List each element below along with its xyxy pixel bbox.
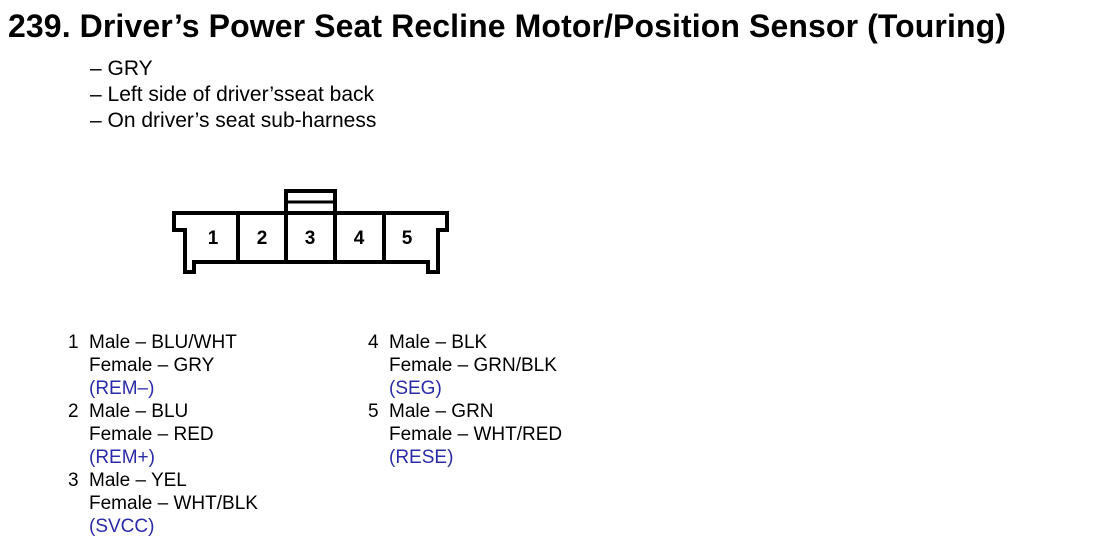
pin-number: 4 (368, 332, 379, 353)
pin-signal: (RESE) (389, 447, 454, 468)
note-harness: – On driver’s seat sub-harness (90, 109, 377, 132)
cavity-label: 1 (208, 228, 219, 249)
page-title: 239. Driver’s Power Seat Recline Motor/P… (8, 8, 1007, 44)
connector-notes: – GRY – Left side of driver’sseat back –… (90, 56, 376, 134)
pin-male-wire: Male – BLU/WHT (89, 332, 237, 353)
cavity-label: 3 (305, 228, 316, 249)
pin-female-wire: Female – WHT/RED (389, 424, 563, 445)
connector-diagram: 1 2 3 4 5 (172, 189, 449, 274)
pin-list-right: 4 Male – BLK Female – GRN/BLK (SEG) 5 Ma… (368, 331, 562, 469)
pin-entry: 1 Male – BLU/WHT Female – GRY (REM–) (68, 331, 258, 400)
pin-male-wire: Male – YEL (89, 470, 187, 491)
pin-male-wire: Male – BLU (89, 401, 189, 422)
pin-female-wire: Female – GRN/BLK (389, 355, 557, 376)
note-color: – GRY (90, 57, 153, 80)
pin-entry: 5 Male – GRN Female – WHT/RED (RESE) (368, 400, 562, 469)
pin-signal: (REM–) (89, 378, 155, 399)
cavity-label: 5 (402, 228, 413, 249)
pin-male-wire: Male – BLK (389, 332, 488, 353)
pin-entry: 2 Male – BLU Female – RED (REM+) (68, 400, 258, 469)
pin-list-left: 1 Male – BLU/WHT Female – GRY (REM–) 2 M… (68, 331, 258, 538)
pin-number: 5 (368, 401, 379, 422)
pin-signal: (SEG) (389, 378, 442, 399)
pin-number: 2 (68, 401, 79, 422)
cavity-label: 4 (354, 228, 365, 249)
pin-female-wire: Female – WHT/BLK (89, 493, 258, 514)
pin-signal: (REM+) (89, 447, 155, 468)
pin-entry: 4 Male – BLK Female – GRN/BLK (SEG) (368, 331, 562, 400)
pin-number: 1 (68, 332, 79, 353)
pin-signal: (SVCC) (89, 516, 155, 537)
pin-number: 3 (68, 470, 79, 491)
note-location: – Left side of driver’sseat back (90, 83, 375, 106)
pin-male-wire: Male – GRN (389, 401, 494, 422)
cavity-label: 2 (257, 228, 268, 249)
pin-entry: 3 Male – YEL Female – WHT/BLK (SVCC) (68, 469, 258, 538)
pin-female-wire: Female – GRY (89, 355, 215, 376)
pin-female-wire: Female – RED (89, 424, 214, 445)
connector-housing (172, 211, 449, 274)
